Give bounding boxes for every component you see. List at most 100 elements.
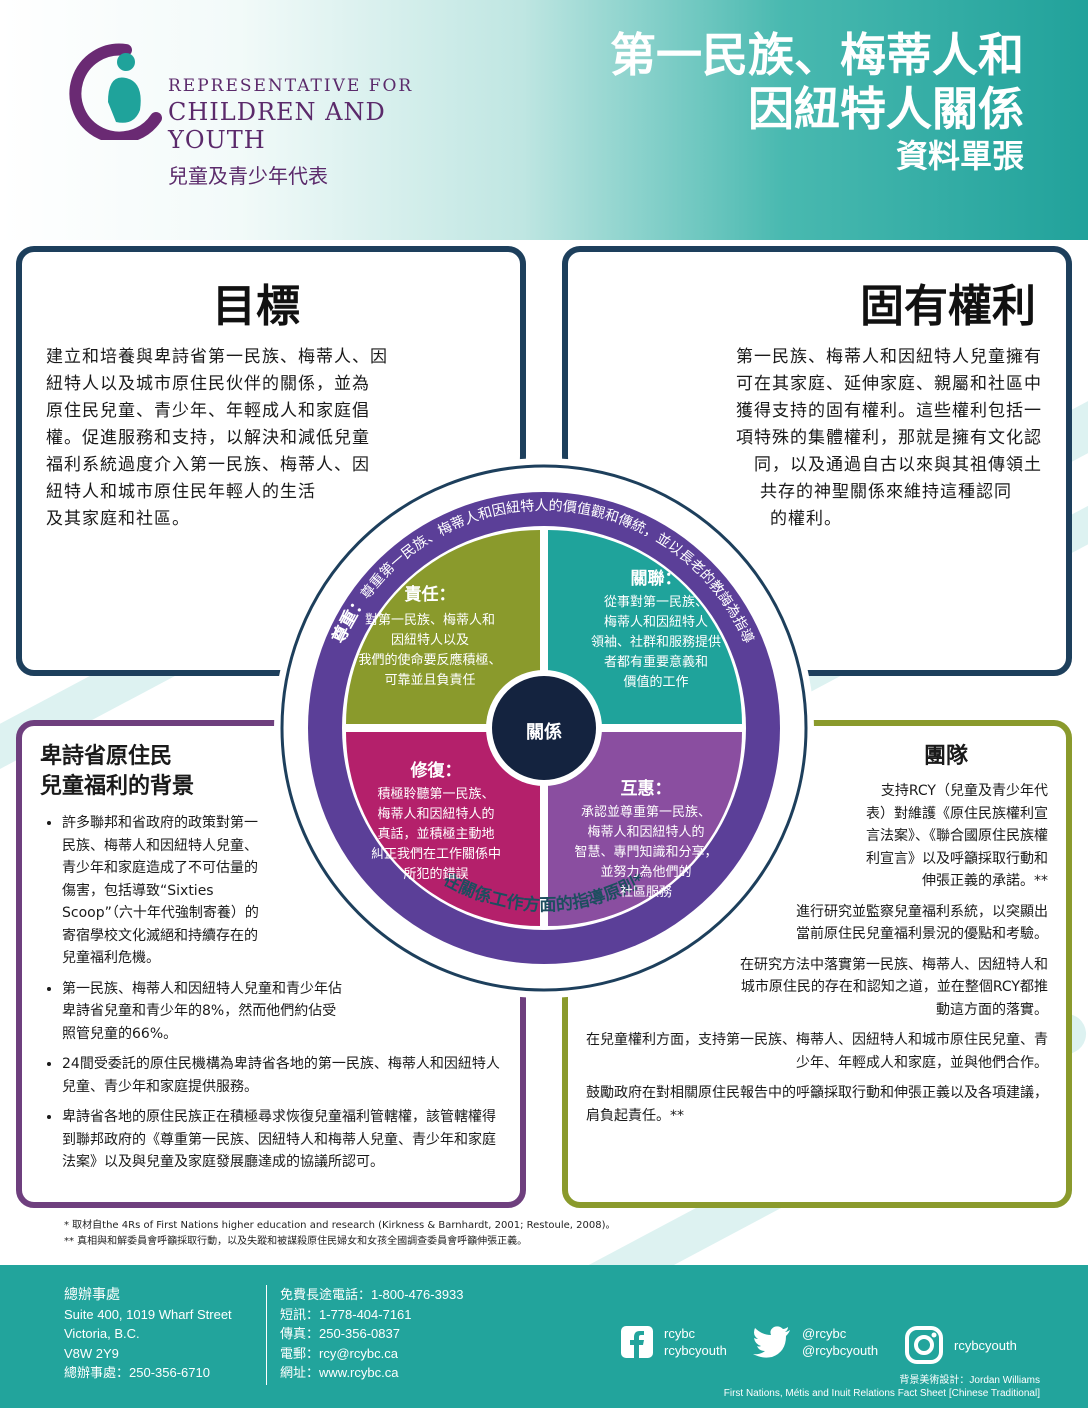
team-item: 鼓勵政府在對相關原住民報告中的呼籲採取行動和伸張正義以及各項建議，肩負起責任。*… <box>586 1085 1048 1124</box>
background-art-credit: 背景美術設計：Jordan Williams <box>899 1375 1040 1386</box>
office-line: Suite 400, 1019 Wharf Street <box>64 1306 232 1322</box>
repair-line: 糾正我們在工作關係中 <box>371 847 501 862</box>
footnotes: * 取材自the 4Rs of First Nations higher edu… <box>64 1218 616 1250</box>
team-item: 支持RCY（兒童及青少年代表）對維護《原住民族權利宣言法案》、《聯合國原住民族權… <box>866 783 1048 889</box>
responsibility-title: 責任： <box>405 584 456 605</box>
goal-text-line: 原住民兒童、青少年、年輕成人和家庭倡 <box>46 401 370 421</box>
team-item: 在兒童權利方面，支持第一民族、梅蒂人、因紐特人和城市原住民兒童、青少年、年輕成人… <box>586 1032 1048 1071</box>
reciprocity-title: 互惠： <box>621 778 672 799</box>
goal-text-line: 權。促進服務和支持，以解決和減低兒童 <box>46 428 370 448</box>
goal-text-line: 紐特人和城市原住民年輕人的生活 <box>46 482 316 502</box>
relevance-title: 關聯： <box>631 568 682 589</box>
reciprocity-line: 梅蒂人和因紐特人的 <box>587 824 704 840</box>
team-heading: 團隊 <box>923 744 968 769</box>
rights-text-line: 共存的神聖關係來維持這種認同 <box>760 482 1012 502</box>
reciprocity-line: 承認並尊重第一民族、 <box>581 804 711 820</box>
team-item: 進行研究並監察兒童福利系統，以突顯出當前原住民兒童福利景況的優點和考驗。 <box>796 903 1048 943</box>
reciprocity-line: 智慧、專門知識和分享， <box>574 844 717 860</box>
relevance-text: 關聯： 從事對第一民族、 梅蒂人和因紐特人 領袖、社群和服務提供 者都有重要意義… <box>591 568 721 690</box>
title-line1: 第一民族、梅蒂人和 <box>610 28 1024 82</box>
contact-text[interactable]: 短訊：1-778-404-7161 <box>280 1306 412 1322</box>
title-line3: 資料單張 <box>895 137 1024 175</box>
background-item: 許多聯邦和省政府的政策對第一民族、梅蒂人和因紐特人兒童、青少年和家庭造成了不可估… <box>62 812 262 970</box>
goal-heading: 目標 <box>212 281 300 332</box>
goal-text-line: 福利系統過度介入第一民族、梅蒂人、因 <box>46 455 370 475</box>
relevance-line: 價值的工作 <box>623 674 688 690</box>
office-line: Victoria, B.C. <box>64 1326 140 1341</box>
twitter-link[interactable]: @rcybc @rcybcyouth <box>752 1325 878 1359</box>
quadrant-relevance <box>548 530 742 724</box>
background-heading-line2: 兒童福利的背景 <box>40 774 195 799</box>
org-name-chinese: 兒童及青少年代表 <box>168 164 328 188</box>
repair-line: 所犯的錯誤 <box>403 866 468 882</box>
footer: 總辦事處 Suite 400, 1019 Wharf Street Victor… <box>0 1265 1088 1408</box>
guiding-principles-wheel: 關係 尊重：尊重第一民族、梅蒂人和因紐特人的價值觀和傳統，並以長老的教誨為指導 … <box>274 458 814 998</box>
rights-text-line: 的權利。 <box>770 509 842 529</box>
facebook-handle: rcybcyouth <box>664 1343 727 1358</box>
footer-divider <box>266 1285 267 1385</box>
facebook-link[interactable]: rcybc rcybcyouth <box>620 1325 727 1359</box>
twitter-handle: @rcybc <box>802 1326 847 1341</box>
background-item: 卑詩省各地的原住民族正在積極尋求恢復兒童福利管轄權，該管轄權得到聯邦政府的《尊重… <box>62 1106 502 1174</box>
reciprocity-line: 並努力為他們的 <box>600 864 691 880</box>
quadrant-reciprocity <box>548 732 742 926</box>
org-name-line2: CHILDREN AND YOUTH <box>168 98 386 154</box>
wheel-outer-border <box>280 464 808 992</box>
quadrant-responsibility <box>346 530 540 724</box>
repair-text: 修復： 積極聆聽第一民族、 梅蒂人和因紐特人的 真話，並積極主動地 糾正我們在工… <box>371 760 501 882</box>
page-title: 第一民族、梅蒂人和 因紐特人關係 資料單張 <box>610 28 1024 176</box>
repair-title: 修復： <box>410 760 462 781</box>
responsibility-line: 因紐特人以及 <box>391 633 469 648</box>
contact-phone[interactable]: 免費長途電話：1-800-476-3933 <box>280 1287 464 1302</box>
rights-heading: 固有權利 <box>860 281 1036 332</box>
relevance-line: 從事對第一民族、 <box>604 594 708 610</box>
facebook-icon <box>621 1326 653 1358</box>
instagram-link[interactable]: rcybcyouth <box>904 1325 1017 1365</box>
repair-line: 積極聆聽第一民族、 <box>377 786 494 802</box>
contact-info: 免費長途電話：1-800-476-3933 短訊：1-778-404-7161 … <box>280 1285 464 1383</box>
brand-logo-block: REPRESENTATIVE FOR CHILDREN AND YOUTH 兒童… <box>64 40 484 188</box>
title-line2: 因紐特人關係 <box>748 82 1024 136</box>
repair-line: 真話，並積極主動地 <box>377 826 494 842</box>
footnote-2: ** 真相與和解委員會呼籲採取行動，以及失蹤和被謀殺原住民婦女和女孩全國調查委員… <box>64 1236 528 1247</box>
header-background <box>0 0 1088 240</box>
office-line: V8W 2Y9 <box>64 1345 119 1361</box>
quadrant-repair <box>346 732 540 926</box>
facebook-handle: rcybc <box>664 1326 696 1341</box>
responsibility-line: 對第一民族、梅蒂人和 <box>365 612 495 628</box>
contact-email[interactable]: 電郵：rcy@rcybc.ca <box>280 1345 398 1361</box>
center-label: 關係 <box>526 721 562 743</box>
credits: 背景美術設計：Jordan Williams First Nations, Mé… <box>724 1374 1040 1400</box>
center-circle <box>492 676 596 780</box>
contact-website[interactable]: 網址：www.rcybc.ca <box>280 1365 399 1380</box>
goal-box: 目標 建立和培養與卑詩省第一民族、梅蒂人、因 紐特人以及城市原住民伙伴的關係，並… <box>16 246 526 676</box>
goal-text-line: 建立和培養與卑詩省第一民族、梅蒂人、因 <box>46 347 388 367</box>
background-item: 24間受委託的原住民機構為卑詩省各地的第一民族、梅蒂人和因紐特人兒童、青少年和家… <box>62 1053 502 1098</box>
responsibility-line: 我們的使命要反應積極、 <box>358 652 501 668</box>
reciprocity-line: 社區服務 <box>620 884 672 900</box>
rights-text-line: 可在其家庭、延伸家庭、親屬和社區中 <box>736 374 1042 394</box>
responsibility-line: 可靠並且負責任 <box>384 673 475 688</box>
contact-fax: 傳真：250-356-0837 <box>280 1326 400 1341</box>
relevance-line: 者都有重要意義和 <box>604 654 708 670</box>
twitter-handle: @rcybcyouth <box>802 1343 879 1358</box>
relevance-line: 領袖、社群和服務提供 <box>591 634 721 650</box>
office-label: 總辦事處 <box>64 1286 120 1302</box>
reciprocity-text: 互惠： 承認並尊重第一民族、 梅蒂人和因紐特人的 智慧、專門知識和分享， 並努力… <box>574 778 717 900</box>
footnote-1: * 取材自the 4Rs of First Nations higher edu… <box>64 1220 616 1231</box>
responsibility-text: 責任： 對第一民族、梅蒂人和 因紐特人以及 我們的使命要反應積極、 可靠並且負責… <box>358 584 501 688</box>
instagram-handle: rcybcyouth <box>954 1337 1017 1353</box>
rcy-logo-icon <box>69 43 162 140</box>
office-line: 總辦事處：250-356-6710 <box>64 1365 210 1380</box>
rights-text-line: 同，以及通過自古以來與其祖傳領土 <box>754 455 1042 475</box>
team-item: 在研究方法中落實第一民族、梅蒂人、因紐特人和城市原住民的存在和認知之道，並在整個… <box>740 956 1048 1018</box>
rights-text-line: 第一民族、梅蒂人和因紐特人兒童擁有 <box>736 347 1042 367</box>
rights-text-line: 項特殊的集體權利，那就是擁有文化認 <box>736 428 1042 448</box>
document-name: First Nations, Métis and Inuit Relations… <box>723 1388 1040 1399</box>
goal-text-line: 及其家庭和社區。 <box>46 509 190 529</box>
background-heading-line1: 卑詩省原住民 <box>40 744 173 769</box>
office-address: 總辦事處 Suite 400, 1019 Wharf Street Victor… <box>64 1285 232 1383</box>
rights-text-line: 獲得支持的固有權利。這些權利包括一 <box>736 401 1042 421</box>
repair-line: 梅蒂人和因紐特人的 <box>377 806 494 822</box>
org-name-line1: REPRESENTATIVE FOR <box>168 76 414 96</box>
